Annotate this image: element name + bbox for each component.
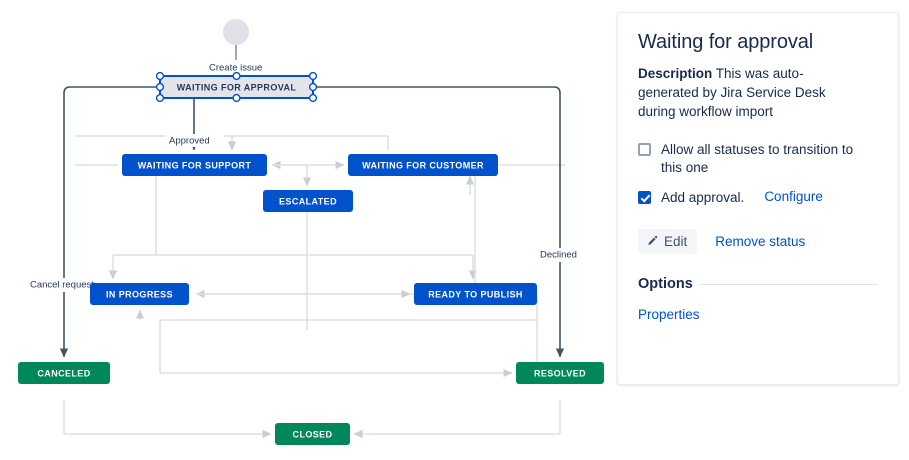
handle-bottom-right[interactable] — [308, 93, 318, 103]
handle-top-left[interactable] — [155, 71, 165, 81]
handle-bottom-center[interactable] — [232, 93, 241, 103]
edit-button[interactable]: Edit — [638, 229, 698, 254]
edge-label-approved: Approved — [169, 136, 210, 147]
properties-link[interactable]: Properties — [638, 307, 700, 322]
status-details-panel: Waiting for approval Description This wa… — [617, 12, 899, 385]
options-header: Options — [638, 276, 878, 292]
remove-status-link[interactable]: Remove status — [715, 234, 806, 249]
handle-middle-right[interactable] — [308, 82, 318, 92]
allow-all-statuses-checkbox[interactable] — [638, 143, 651, 156]
description-text: This was auto-generated by Jira Service … — [638, 66, 826, 119]
pencil-icon — [648, 235, 658, 245]
handle-top-center[interactable] — [232, 71, 241, 81]
allow-all-statuses-label: Allow all statuses to transition to this… — [661, 142, 854, 175]
node-closed[interactable]: CLOSED — [275, 423, 350, 445]
node-in-progress[interactable]: IN PROGRESS — [90, 283, 189, 305]
edge-label-declined: Declined — [540, 250, 577, 261]
edge-label-create-issue: Create issue — [209, 63, 262, 74]
light-connectors — [63, 135, 565, 439]
panel-title: Waiting for approval — [638, 31, 814, 53]
edge-labels: Create issue Approved Cancel request Dec… — [28, 60, 589, 292]
node-escalated[interactable]: ESCALATED — [263, 190, 353, 212]
options-divider — [700, 283, 878, 285]
allow-all-statuses-row[interactable]: Allow all statuses to transition to this… — [638, 141, 878, 177]
selection-handles[interactable] — [155, 71, 318, 103]
add-approval-label: Add approval. — [661, 190, 745, 205]
node-ready-to-publish[interactable]: READY TO PUBLISH — [414, 283, 537, 305]
add-approval-row[interactable]: Add approval. Configure — [638, 189, 878, 207]
node-waiting-for-support[interactable]: WAITING FOR SUPPORT — [122, 154, 267, 176]
handle-bottom-left[interactable] — [155, 93, 165, 103]
edge-label-cancel-request: Cancel request — [30, 280, 94, 291]
dark-connectors — [59, 38, 565, 358]
node-resolved[interactable]: RESOLVED — [516, 362, 604, 384]
edit-button-label: Edit — [664, 234, 688, 249]
description-block: Description This was auto-generated by J… — [638, 64, 864, 121]
panel-action-row: Edit Remove status — [638, 229, 878, 254]
configure-link[interactable]: Configure — [764, 189, 823, 204]
options-title: Options — [638, 276, 693, 292]
description-label: Description — [638, 66, 713, 81]
start-circle[interactable] — [223, 19, 249, 45]
handle-middle-left[interactable] — [155, 82, 165, 92]
node-canceled[interactable]: CANCELED — [18, 362, 110, 384]
handle-top-right[interactable] — [308, 71, 318, 81]
add-approval-checkbox[interactable] — [638, 191, 651, 204]
workflow-diagram-canvas[interactable]: Create issue Approved Cancel request Dec… — [0, 0, 610, 460]
node-waiting-for-customer[interactable]: WAITING FOR CUSTOMER — [348, 154, 498, 176]
